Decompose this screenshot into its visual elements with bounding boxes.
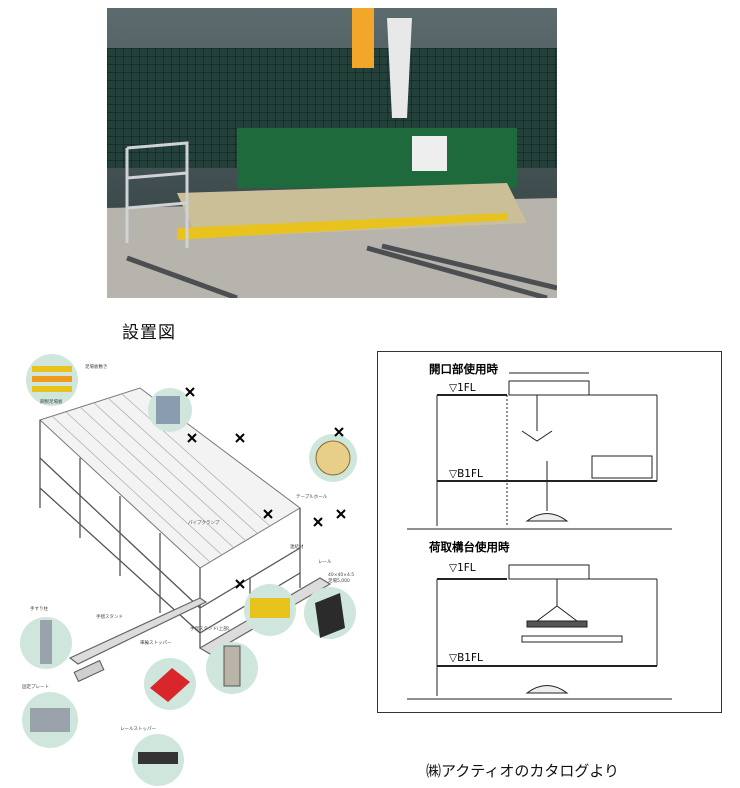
label-steel-deck: 鋼製足場板	[40, 398, 63, 405]
label-wheel-stopper: 車輪ストッパー	[140, 639, 172, 646]
callout-rail-stopper	[132, 734, 184, 786]
stage-level-top: ▽1FL	[449, 562, 476, 574]
callout-stand	[206, 642, 258, 694]
callout-handrail-post	[20, 617, 72, 669]
x-marks	[185, 387, 346, 589]
callout-pipe-clamp	[148, 388, 192, 432]
opening-use-title: 開口部使用時	[429, 362, 498, 376]
callout-tape-reel	[309, 434, 357, 482]
label-rail-size: 40×40×4.5	[328, 572, 354, 578]
callout-wheel-stopper	[144, 658, 196, 710]
label-base-plate: 固定プレート	[22, 683, 49, 690]
callout-wheel	[244, 584, 296, 636]
label-covering: 足場板敷き	[85, 363, 108, 370]
opening-use-section	[407, 372, 672, 530]
label-stand-lower: 手摺スタンド	[96, 613, 123, 620]
section-diagram: 開口部使用時 ▽1FL ▽B1FL 荷取構台使用時 ▽1FL ▽B1FL	[407, 362, 672, 700]
install-diagram-label: 設置図	[122, 323, 176, 343]
stage-level-bottom: ▽B1FL	[449, 652, 483, 664]
label-connector: 連結材	[290, 543, 304, 550]
stage-use-title: 荷取構台使用時	[428, 540, 510, 554]
label-rail-stopper: レールストッパー	[120, 726, 156, 732]
opening-level-top: ▽1FL	[449, 382, 476, 394]
stage-use-section	[407, 564, 672, 700]
label-stand-upper: 手摺スタンド(上部)	[190, 625, 230, 632]
label-handrail-post: 手すり柱	[30, 605, 48, 612]
catalog-source-note: ㈱アクティオのカタログより	[426, 762, 620, 780]
section-diagram-frame	[377, 351, 722, 713]
base-plate	[73, 659, 105, 683]
label-rail-len: 足場5,000	[328, 577, 350, 584]
callout-rail	[304, 587, 356, 639]
opening-level-bottom: ▽B1FL	[449, 468, 483, 480]
handrail	[39, 420, 301, 648]
label-tape-reel: テープルホール	[296, 494, 328, 500]
isometric-installation-diagram: 足場板敷き 鋼製足場板 テープルホール パイプクランプ レール 40×40×4.…	[20, 354, 357, 786]
label-pipe-clamp: パイプクランプ	[188, 520, 220, 526]
callout-base-plate	[22, 692, 78, 748]
callout-covering	[26, 354, 78, 406]
site-photo	[107, 8, 557, 298]
label-rail: レール	[318, 560, 332, 565]
